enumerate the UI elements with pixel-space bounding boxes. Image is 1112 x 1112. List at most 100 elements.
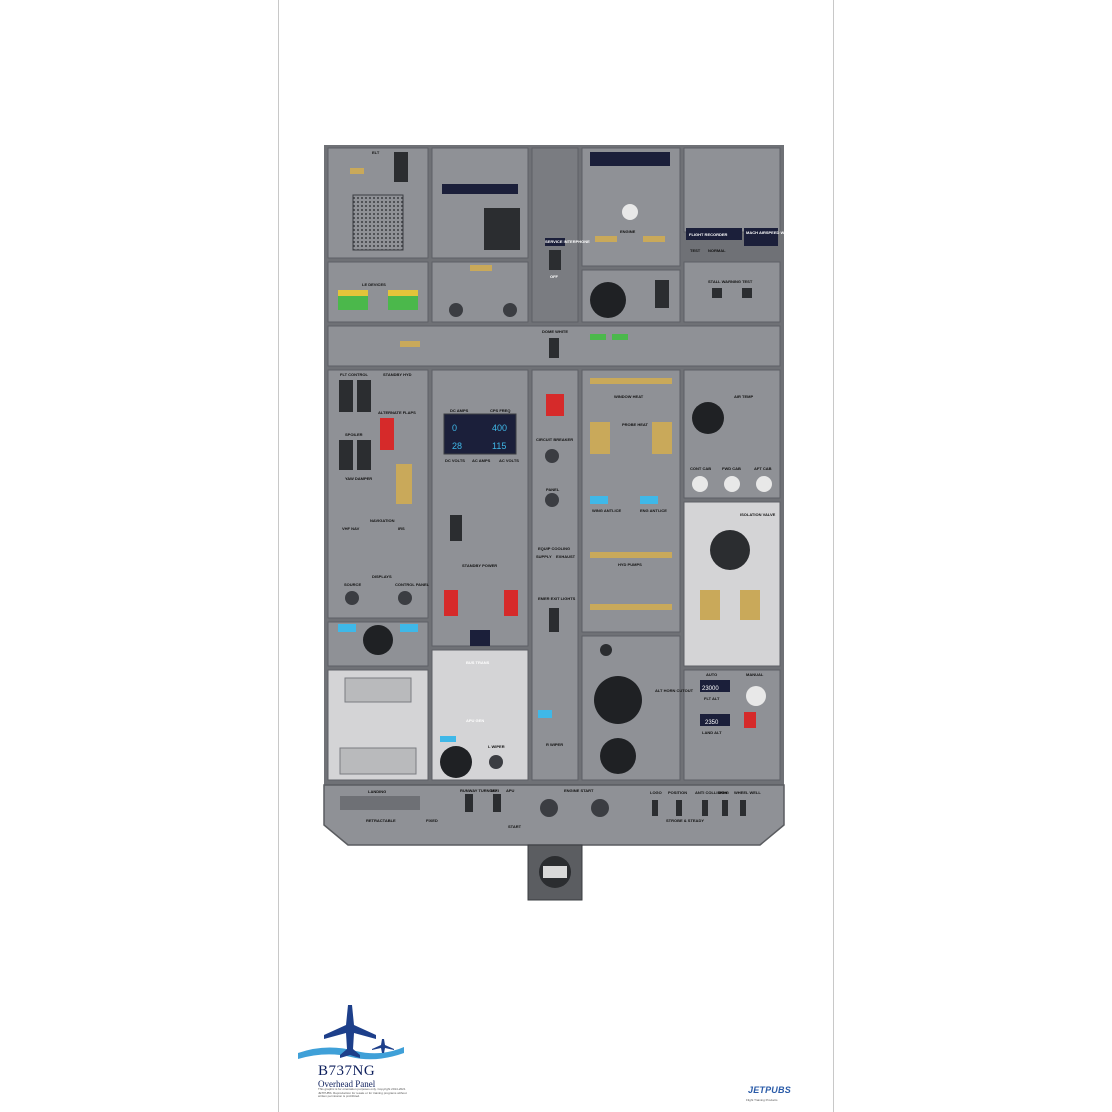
keypad[interactable] <box>484 208 520 250</box>
flt-control-a-switch[interactable] <box>339 380 353 412</box>
standby-power-guard[interactable] <box>444 590 458 616</box>
blue-annunciator <box>440 736 456 742</box>
stall-test-2[interactable] <box>742 288 752 298</box>
generator-guard[interactable] <box>504 590 518 616</box>
label-fwd-cab: FWD CAB <box>722 466 741 471</box>
panel-knob[interactable] <box>545 493 559 507</box>
label-engine-start: ENGINE START <box>564 788 594 793</box>
label-strobe-steady: STROBE & STEADY <box>666 818 704 823</box>
label-yaw-damper: YAW DAMPER <box>345 476 372 481</box>
position-switch[interactable] <box>676 800 682 816</box>
knob[interactable] <box>503 303 517 317</box>
runway-turnoff-switch[interactable] <box>465 794 473 812</box>
label-emer-exit-lights: EMER EXIT LIGHTS <box>538 596 576 601</box>
voice-recorder-jack[interactable] <box>600 644 612 656</box>
fwd-cab-knob[interactable] <box>724 476 740 492</box>
speaker-grille <box>352 194 404 251</box>
flt-alt-value: 23000 <box>702 686 719 692</box>
logo-switch[interactable] <box>652 800 658 816</box>
label-retractable: RETRACTABLE <box>366 818 396 823</box>
label-engine: ENGINE <box>620 229 636 234</box>
annunciator-stack <box>700 590 720 620</box>
stall-test-1[interactable] <box>712 288 722 298</box>
label-displays: DISPLAYS <box>372 574 392 579</box>
label-navigation: NAVIGATION <box>370 518 395 523</box>
emer-exit-lights-switch[interactable] <box>549 608 559 632</box>
pressure-mode-selector[interactable] <box>746 686 766 706</box>
compass-window <box>543 866 567 878</box>
label-equip-cooling: EQUIP COOLING <box>538 546 570 551</box>
taxi-switch[interactable] <box>493 794 501 812</box>
engine-start-2[interactable] <box>591 799 609 817</box>
mach-warning-plate <box>744 228 778 246</box>
label-anti-collision: ANTI COLLISION <box>695 790 727 795</box>
service-interphone-switch[interactable] <box>549 250 561 270</box>
label-window-heat: WINDOW HEAT <box>614 394 644 399</box>
engine-display <box>590 152 670 166</box>
flt-control-b-switch[interactable] <box>357 380 371 412</box>
service-interphone-label-plate <box>545 238 565 246</box>
label-standby-hyd: STANDBY HYD <box>383 372 412 377</box>
blue-annunciator <box>640 496 658 504</box>
stall-warning-module <box>683 261 781 323</box>
aft-cab-knob[interactable] <box>756 476 772 492</box>
wheel-well-switch[interactable] <box>740 800 746 816</box>
label-dc-volts: DC VOLTS <box>445 458 465 463</box>
meter-value-2: 400 <box>492 423 507 433</box>
label-bus-trans: BUS TRANS <box>466 660 490 665</box>
cabin-altitude-gauge <box>594 676 642 724</box>
label-start: START <box>508 824 522 829</box>
label-source: SOURCE <box>344 582 361 587</box>
fuel-temp-gauge <box>363 625 393 655</box>
label-spoiler: SPOILER <box>345 432 363 437</box>
service-interphone-module <box>531 147 579 323</box>
label-normal: NORMAL <box>708 248 726 253</box>
source-selector[interactable] <box>345 591 359 605</box>
engine-start-1[interactable] <box>540 799 558 817</box>
blue-annunciator <box>400 624 418 632</box>
wiper-selector[interactable] <box>489 755 503 769</box>
label-fixed: FIXED <box>426 818 438 823</box>
label-mach-airspeed: MACH AIRSPEED WARNING TEST <box>746 230 812 235</box>
alternate-flaps-guard[interactable] <box>380 418 394 450</box>
landing-lights-strip <box>340 796 420 810</box>
label-vhf-nav: VHF NAV <box>342 526 360 531</box>
engine-selector[interactable] <box>622 204 638 220</box>
label-logo: LOGO <box>650 790 662 795</box>
outflow-valve-switch[interactable] <box>744 712 756 728</box>
flight-recorder-module <box>683 147 781 233</box>
annunciator-stack <box>396 464 412 504</box>
label-stall-warning: STALL WARNING TEST <box>708 279 753 284</box>
blue-annunciator <box>338 624 356 632</box>
air-temp-gauge <box>692 402 724 434</box>
label-eng-anti-ice: ENG ANTI-ICE <box>640 508 667 513</box>
dome-white-switch[interactable] <box>549 338 559 358</box>
battery-switch[interactable] <box>450 515 462 541</box>
label-dc-amps: DC AMPS <box>450 408 469 413</box>
fuel-pumps-area <box>339 747 417 775</box>
label-landing: LANDING <box>368 789 386 794</box>
label-le-devices: LE DEVICES <box>362 282 386 287</box>
knob[interactable] <box>449 303 463 317</box>
label-position: POSITION <box>668 790 687 795</box>
anti-collision-switch[interactable] <box>702 800 708 816</box>
label-apu-gen: APU GEN <box>466 718 484 723</box>
wing-switch[interactable] <box>722 800 728 816</box>
spoiler-b-switch[interactable] <box>357 440 371 470</box>
le-devices-lights-left <box>338 290 368 310</box>
label-flt-control: FLT CONTROL <box>340 372 368 377</box>
annunciator-stack <box>652 422 672 454</box>
annunciator-stack <box>740 590 760 620</box>
label-probe-heat: PROBE HEAT <box>622 422 648 427</box>
pass-oxygen-switch[interactable] <box>655 280 669 308</box>
elt-switch[interactable] <box>394 152 408 182</box>
label-wheel-well: WHEEL WELL <box>734 790 761 795</box>
emer-exit-guard[interactable] <box>546 394 564 416</box>
cont-cab-knob[interactable] <box>692 476 708 492</box>
label-ac-volts: AC VOLTS <box>499 458 519 463</box>
spoiler-a-switch[interactable] <box>339 440 353 470</box>
standby-power-switch-guard[interactable] <box>470 630 490 646</box>
control-panel-selector[interactable] <box>398 591 412 605</box>
circuit-breaker-knob[interactable] <box>545 449 559 463</box>
